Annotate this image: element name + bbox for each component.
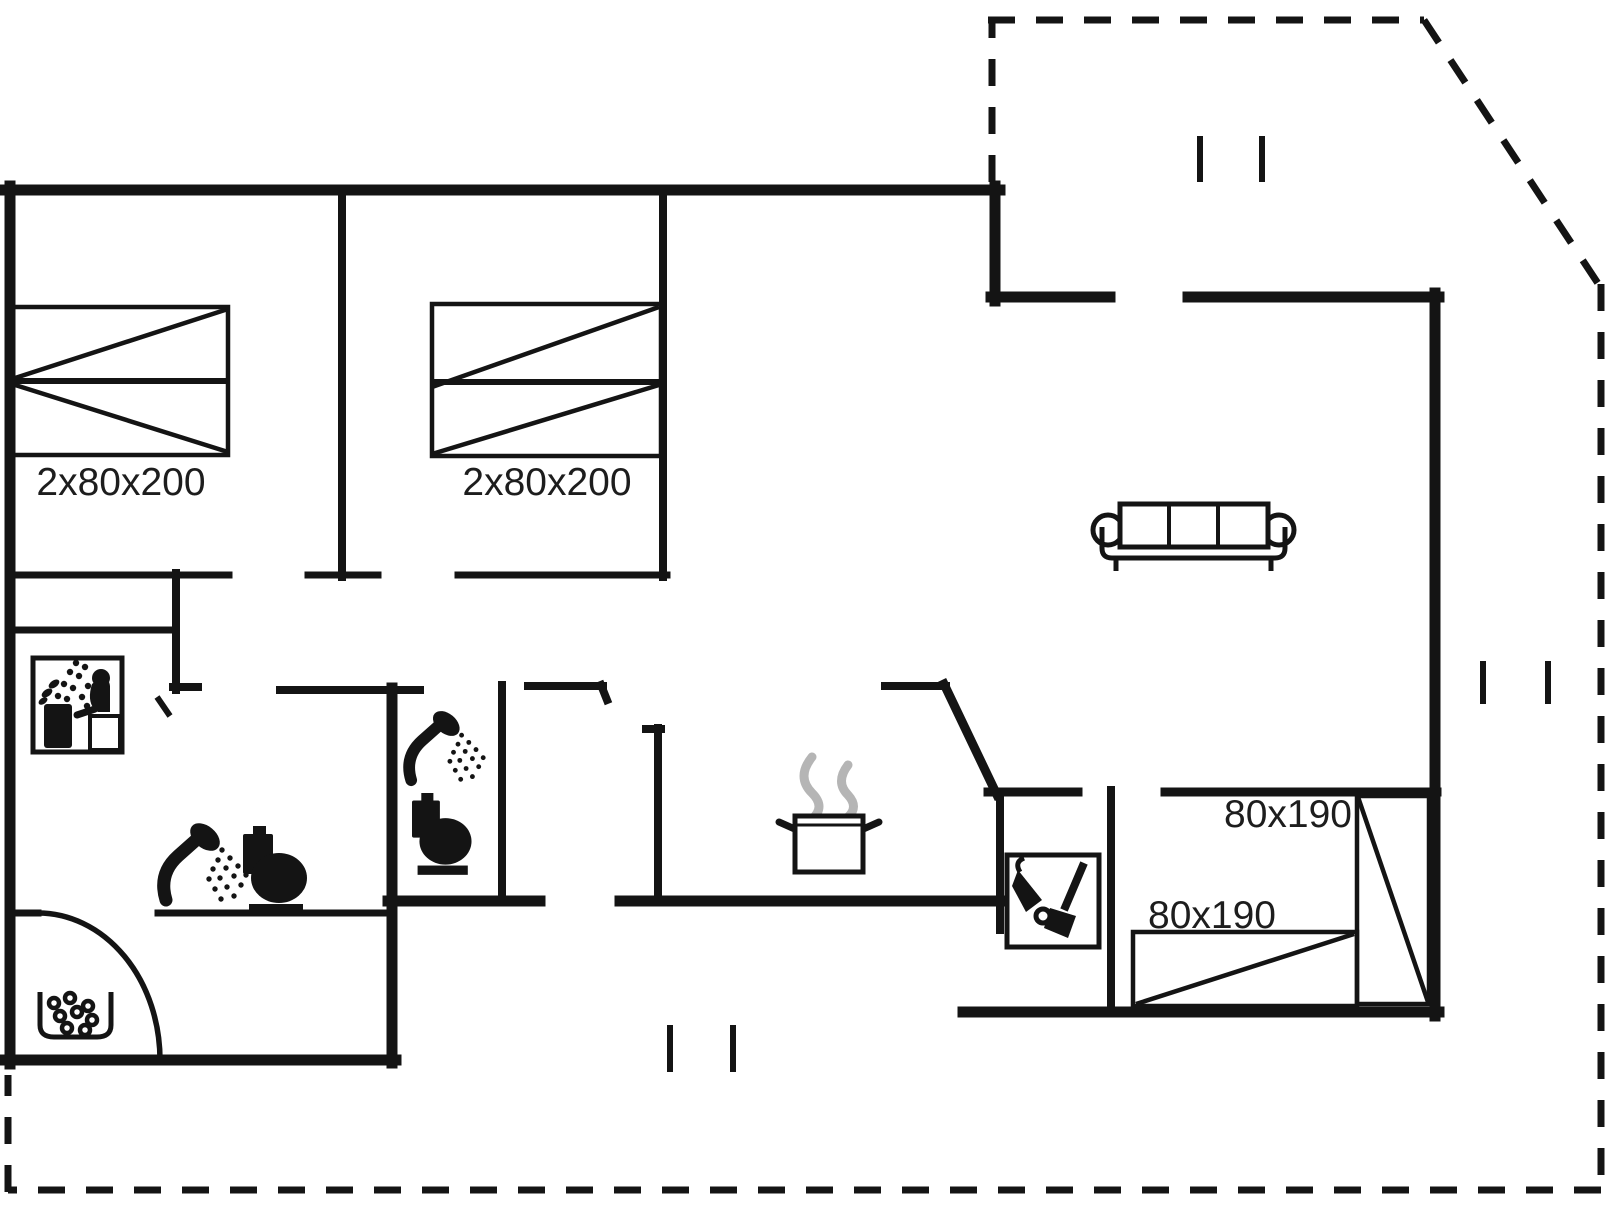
bed-single-horizontal <box>1130 929 1360 1009</box>
door-swing-arc <box>37 695 173 1061</box>
bed-size-label-top-right: 80x190 <box>1224 793 1352 836</box>
sofa-icon <box>1090 501 1297 571</box>
steam-icon <box>799 752 858 824</box>
toilet-icon <box>243 826 307 914</box>
bed-size-label-bottom-right: 80x190 <box>1148 894 1276 937</box>
terrace-dashed-outline <box>4 16 1605 1194</box>
sauna-stones-icon <box>37 990 114 1040</box>
bed-double-left <box>9 304 231 458</box>
vacuum-broom-icon <box>1004 852 1102 950</box>
window-tick-marks <box>667 136 1551 1072</box>
bed-size-label-middle: 2x80x200 <box>462 461 631 504</box>
interior-walls <box>6 187 1442 1017</box>
toilet-icon <box>412 793 472 875</box>
cooking-pot-icon <box>775 752 883 875</box>
bed-single-vertical <box>1354 793 1432 1007</box>
bed-double-middle <box>429 301 664 459</box>
shower-icon <box>164 818 249 902</box>
outer-walls <box>0 180 1445 1070</box>
sauna-icon <box>30 655 125 755</box>
bed-size-label-left: 2x80x200 <box>36 461 205 504</box>
shower-icon <box>409 706 485 782</box>
